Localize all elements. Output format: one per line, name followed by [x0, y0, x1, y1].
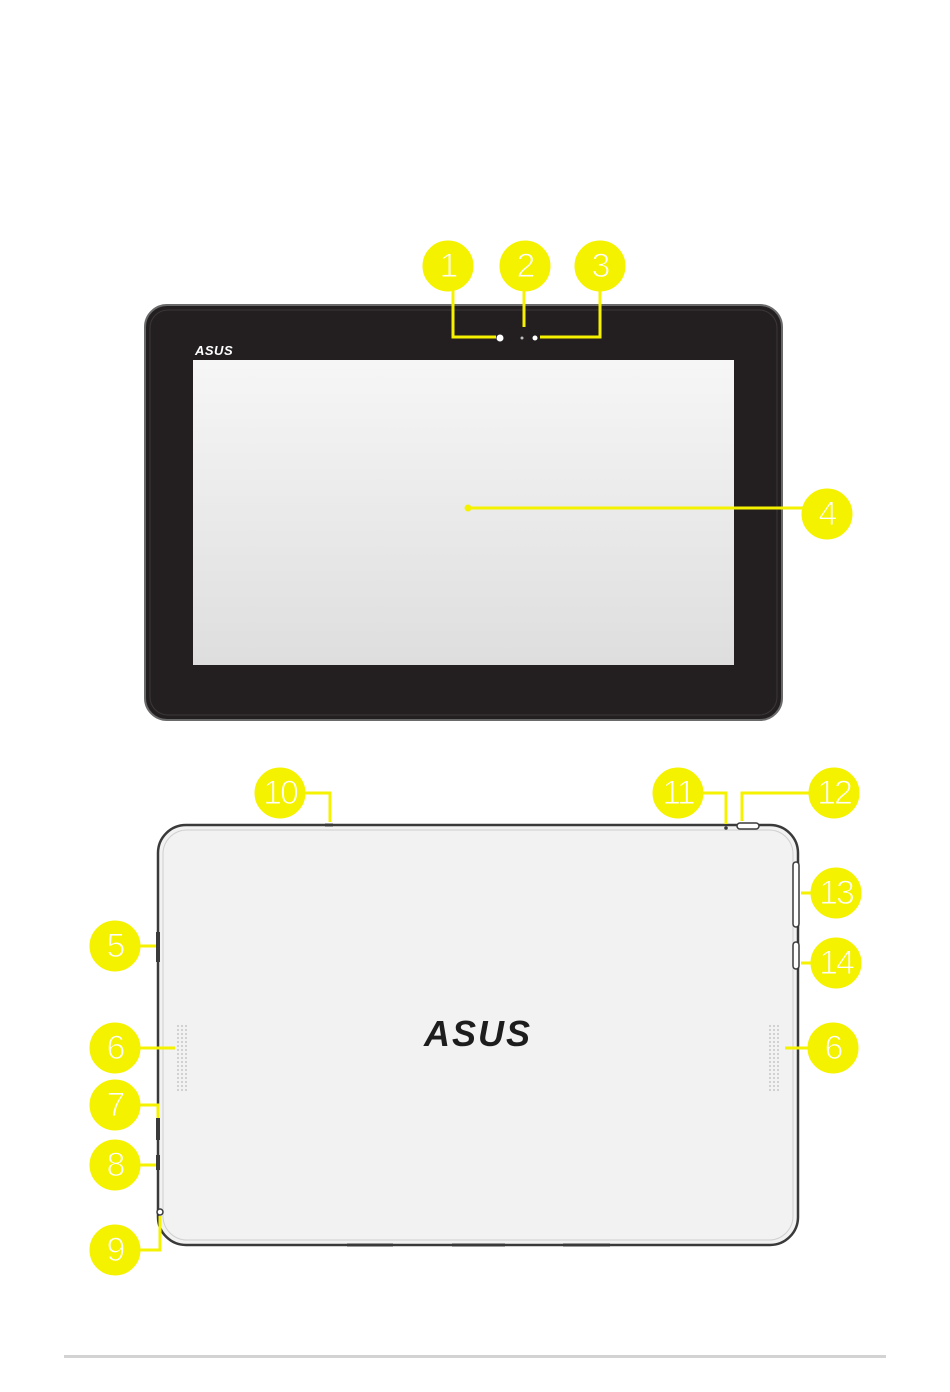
- callout-14-number: 14: [819, 944, 854, 982]
- callout-2: 2: [500, 241, 550, 291]
- speaker-grille-right: [768, 1023, 780, 1091]
- callout-2-number: 2: [517, 247, 535, 285]
- callout-4-number: 4: [819, 495, 837, 533]
- light-sensor: [521, 337, 524, 340]
- callout-7-number: 7: [107, 1086, 125, 1124]
- callout-14: 14: [811, 938, 861, 988]
- callout-11: 11: [653, 768, 703, 818]
- callout-3-number: 3: [592, 247, 610, 285]
- front-asus-logo: ASUS: [194, 343, 233, 358]
- back-asus-logo: ASUS: [423, 1013, 532, 1054]
- callout-12: 12: [809, 768, 859, 818]
- callout-6b: 6: [808, 1023, 858, 1073]
- callout-3: 3: [575, 241, 625, 291]
- callout-6b-number: 6: [825, 1029, 843, 1067]
- speaker-grille-left: [177, 1023, 189, 1091]
- callout-1-number: 1: [440, 247, 458, 285]
- callout-4: 4: [802, 489, 852, 539]
- callout-11-number: 11: [662, 774, 694, 812]
- callout-10-number: 10: [263, 774, 298, 812]
- leader-11: [700, 793, 726, 824]
- callout-9: 9: [90, 1225, 140, 1275]
- callout-12-number: 12: [817, 774, 852, 812]
- leader-4-dot: [465, 505, 472, 512]
- volume-button: [793, 862, 799, 927]
- charging-indicator: [724, 826, 728, 830]
- callout-10: 10: [255, 768, 305, 818]
- back-view: ASUS: [157, 823, 799, 1245]
- leader-12: [742, 793, 810, 821]
- callout-5-number: 5: [107, 927, 125, 965]
- audio-jack: [157, 1209, 163, 1215]
- leader-9: [137, 1216, 160, 1250]
- footer-rule: [64, 1355, 886, 1358]
- touch-screen: [193, 360, 734, 665]
- callout-13-number: 13: [819, 874, 854, 912]
- side-slot-right: [793, 942, 799, 969]
- callout-8-number: 8: [107, 1146, 125, 1184]
- callout-8: 8: [90, 1140, 140, 1190]
- callout-5: 5: [90, 921, 140, 971]
- callout-6a-number: 6: [107, 1029, 125, 1067]
- leader-10: [305, 793, 330, 822]
- front-camera: [497, 335, 504, 342]
- callout-13: 13: [811, 868, 861, 918]
- indicator-dot: [533, 336, 538, 341]
- callout-6a: 6: [90, 1023, 140, 1073]
- front-view: ASUS: [145, 305, 782, 720]
- callout-9-number: 9: [107, 1231, 125, 1269]
- callout-7: 7: [90, 1080, 140, 1130]
- power-button: [737, 823, 759, 829]
- callout-1: 1: [423, 241, 473, 291]
